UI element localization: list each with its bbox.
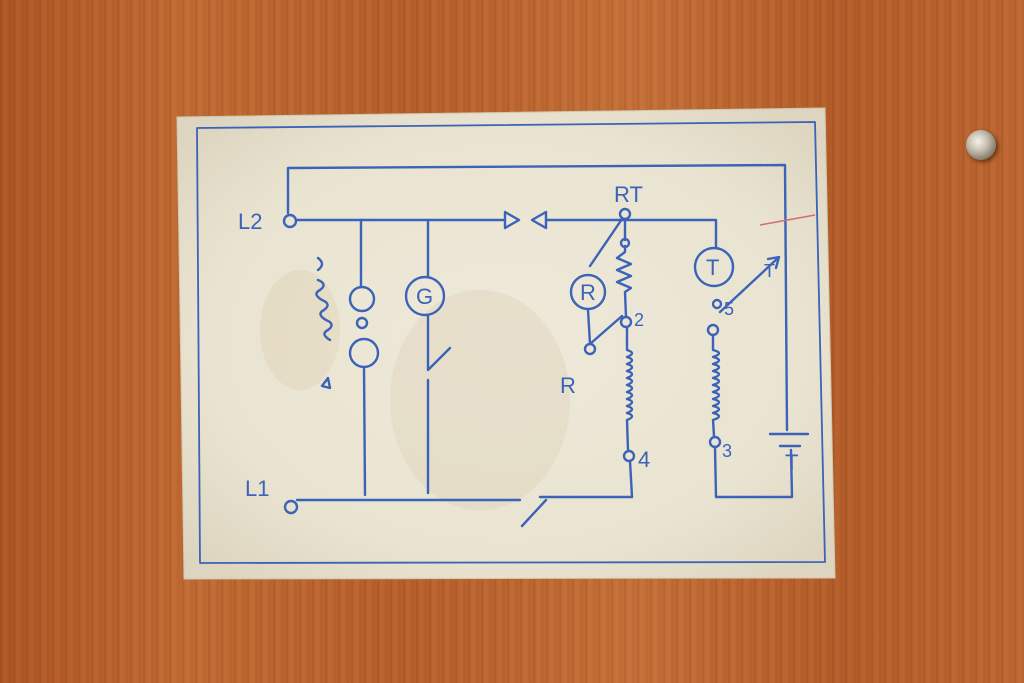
- red-pencil-mark: [759, 214, 816, 226]
- lamp-node: [355, 316, 369, 330]
- rt-upper-node: [619, 237, 631, 249]
- terminal-3-label: 3: [722, 441, 732, 461]
- t-coil: [711, 333, 721, 438]
- t-arrow-label: T: [764, 261, 775, 281]
- lamp-lower: [348, 337, 380, 369]
- l2-label: L2: [238, 209, 262, 234]
- main-switch: [520, 495, 634, 528]
- g-meter-label: G: [416, 284, 433, 309]
- battery-icon: [768, 432, 810, 448]
- lamp-upper: [348, 285, 376, 313]
- rt-resistor: [615, 217, 633, 319]
- rt-label: RT: [614, 182, 643, 207]
- g-meter-circle: [404, 275, 446, 317]
- g-branch-wire: [426, 218, 452, 495]
- terminal-4-label: 4: [638, 447, 650, 472]
- relay-r-label: R: [580, 280, 596, 305]
- terminal-4-wire: [628, 459, 634, 499]
- relay-r-caption: R: [560, 373, 576, 398]
- border-frame: [196, 121, 826, 564]
- t-bottom-wire: [713, 445, 794, 499]
- contact-arrow-right: [503, 210, 521, 230]
- paper-stain: [390, 290, 570, 510]
- screw-head: [966, 130, 996, 160]
- battery-label: T: [785, 450, 798, 475]
- terminal-5-node: [711, 298, 723, 310]
- l1-terminal: [283, 499, 299, 515]
- t-meter-label: T: [706, 255, 719, 280]
- terminal-5-label: 5: [724, 299, 734, 319]
- relay-contact-node: [583, 342, 597, 356]
- t-arrow: [718, 255, 781, 314]
- relay-r-circle: [569, 273, 607, 311]
- lamp-branch-wire: [359, 218, 367, 497]
- l1-label: L1: [245, 476, 269, 501]
- relay-coil: [625, 325, 634, 452]
- heater-element-icon: [315, 256, 333, 390]
- rt-bus-wire: [544, 218, 718, 250]
- terminal-2-label: 2: [634, 310, 644, 330]
- t-meter-circle: [693, 246, 735, 288]
- top-loop-wire: [286, 163, 789, 432]
- paper-sheet: [176, 107, 836, 580]
